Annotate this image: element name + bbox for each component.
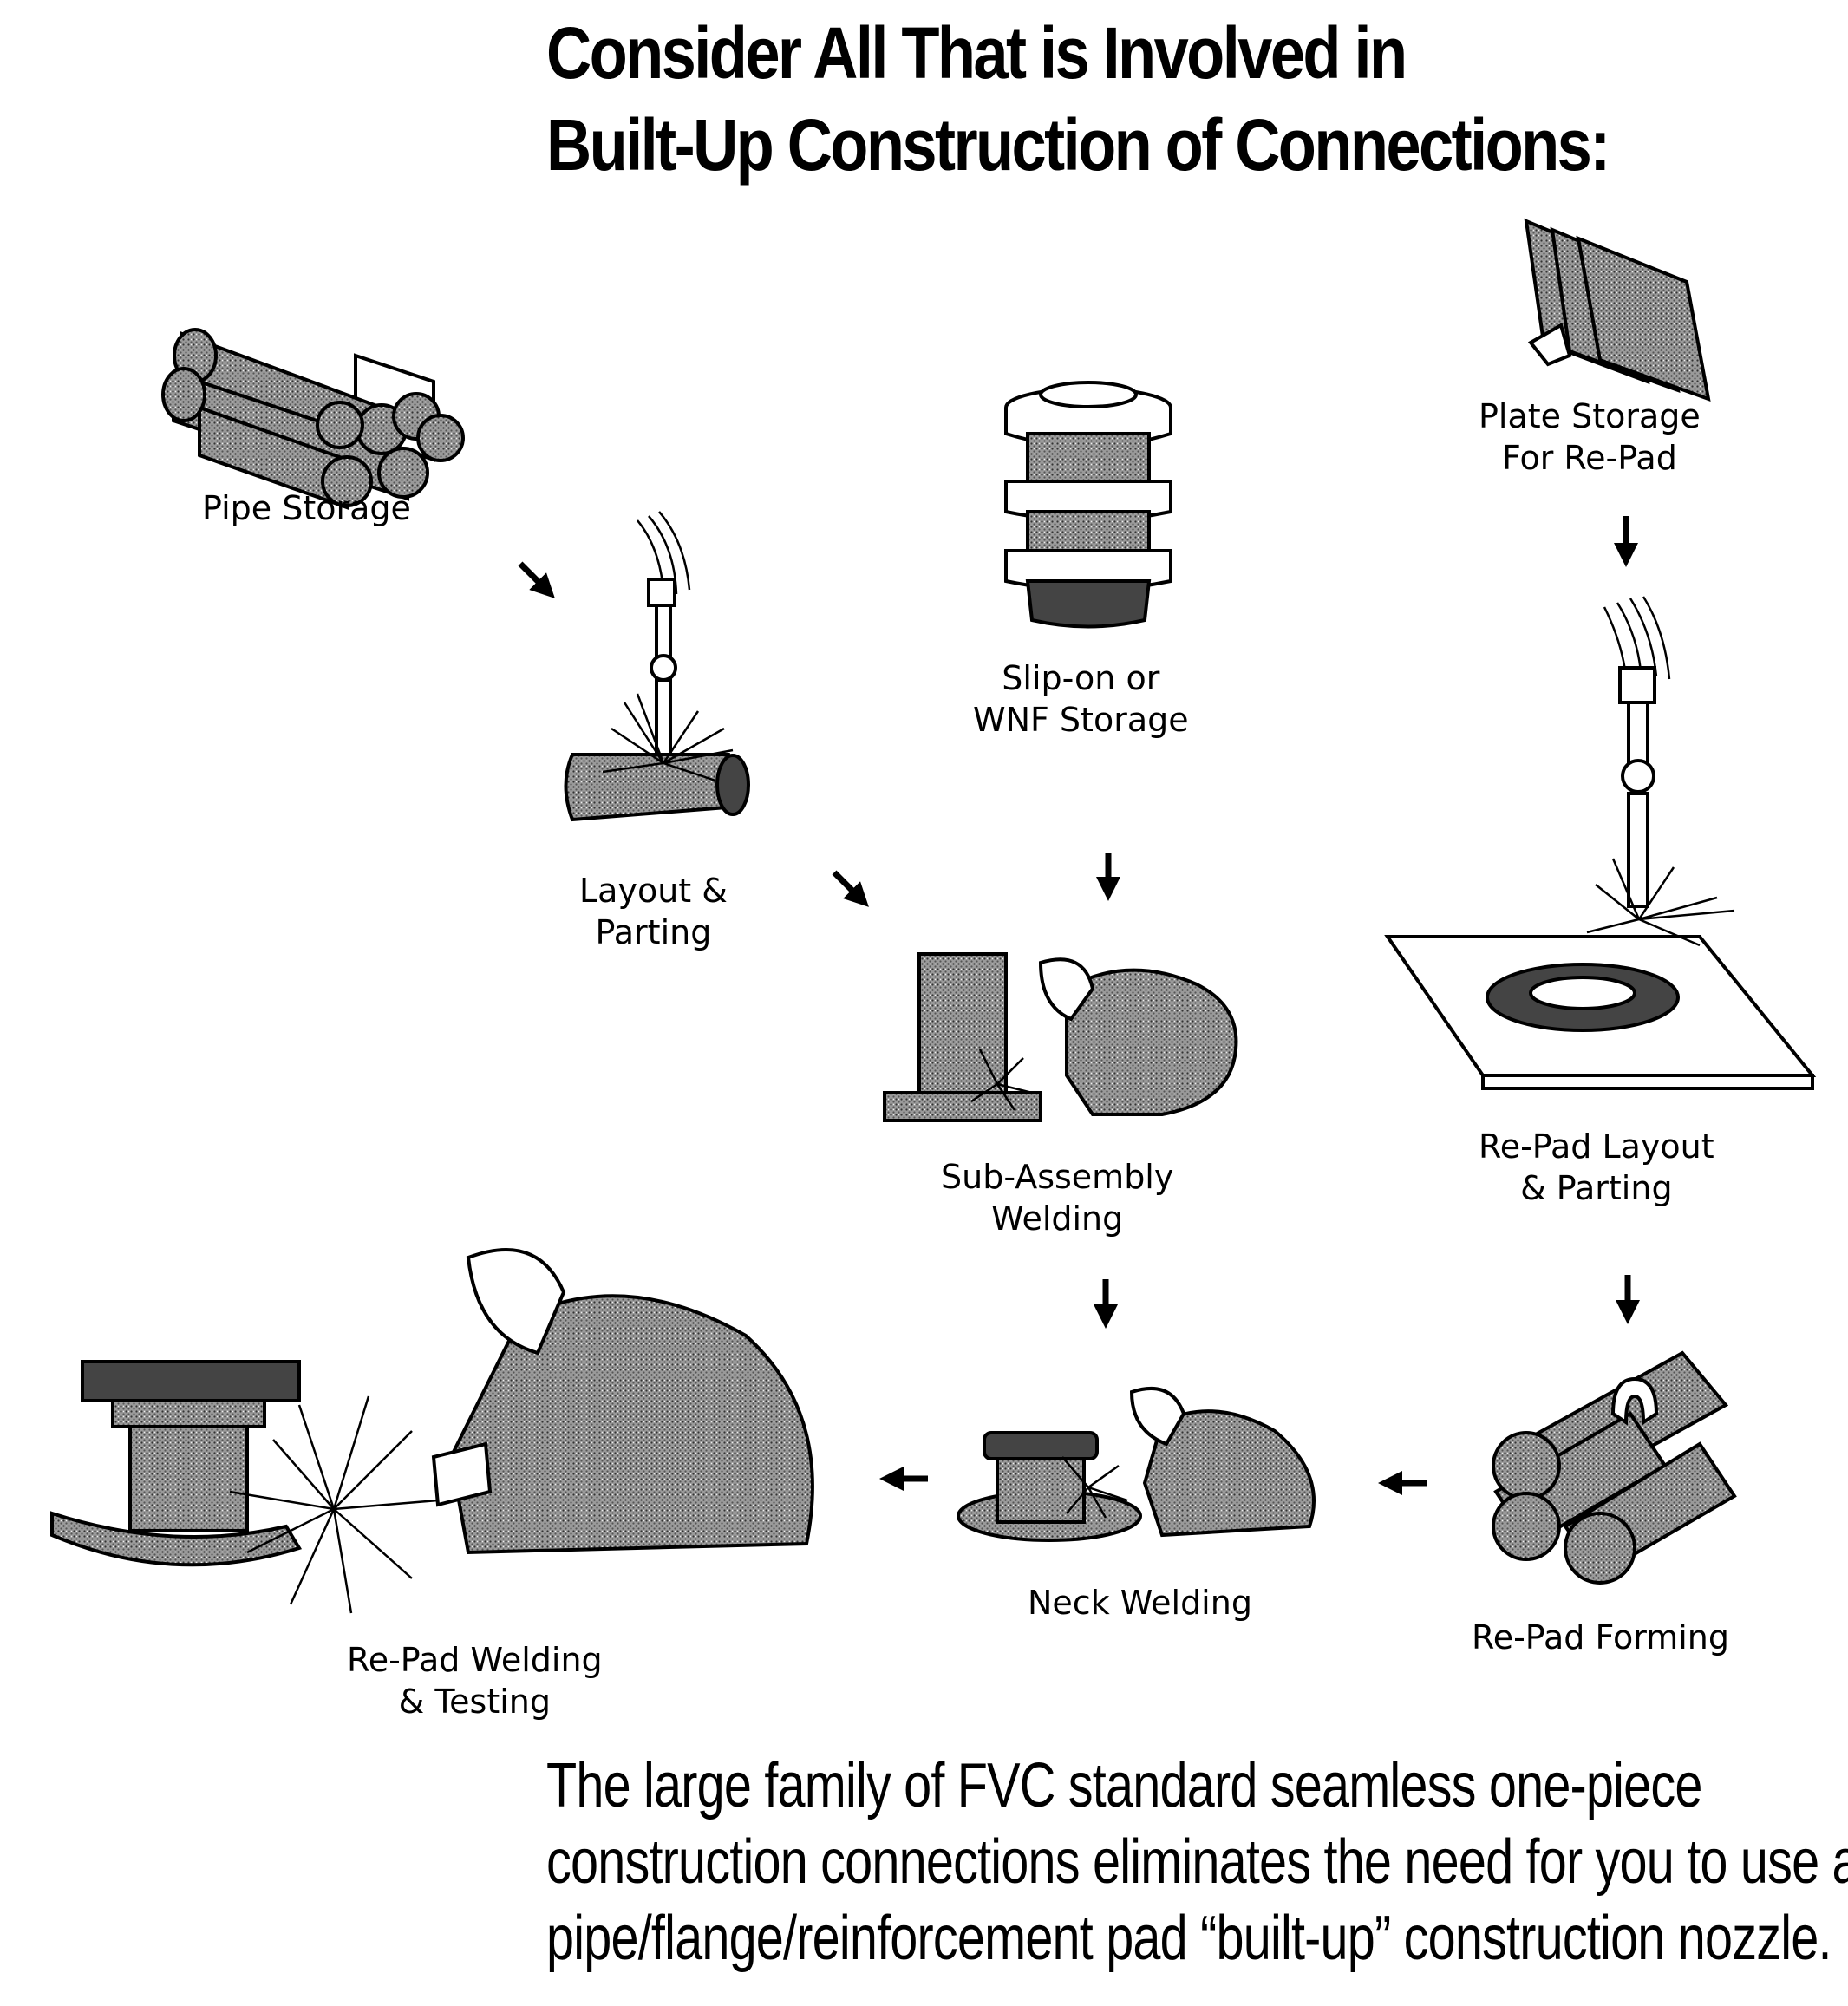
arrow-icon xyxy=(832,870,869,907)
pipe-bundle-icon xyxy=(161,328,465,510)
arrow-icon xyxy=(518,561,555,598)
label-repad-forming: Re-Pad Forming xyxy=(1472,1618,1729,1656)
page-title: Consider All That is Involved in Built-U… xyxy=(546,7,1650,191)
label-plate-storage: Plate Storage For Re-Pad xyxy=(1479,397,1701,477)
label-repad-welding: Re-Pad Welding & Testing xyxy=(347,1641,603,1721)
welder-icon xyxy=(883,952,1238,1122)
label-slipon-storage: Slip-on or WNF Storage xyxy=(973,659,1189,739)
label-pipe-storage: Pipe Storage xyxy=(202,489,411,527)
label-repad-layout: Re-Pad Layout & Parting xyxy=(1479,1127,1714,1207)
label-neck-welding: Neck Welding xyxy=(1028,1584,1252,1622)
body-paragraph: The large family of FVC standard seamles… xyxy=(546,1751,1848,1973)
flow-arrows xyxy=(518,516,1640,1495)
title-line-1: Consider All That is Involved in xyxy=(546,12,1407,94)
cutting-torch-icon xyxy=(564,511,750,822)
welder-icon xyxy=(957,1386,1316,1542)
flange-stack-icon xyxy=(1004,381,1172,629)
pipe-bundle-icon xyxy=(1492,1350,1737,1585)
title-line-2: Built-Up Construction of Connections: xyxy=(546,104,1610,186)
cutting-torch-icon xyxy=(1384,596,1817,1090)
label-layout-parting: Layout & Parting xyxy=(579,872,728,951)
plate-stack-icon xyxy=(1524,218,1711,402)
label-subassembly-welding: Sub-Assembly Welding xyxy=(941,1158,1174,1238)
welder-icon xyxy=(50,1248,814,1614)
